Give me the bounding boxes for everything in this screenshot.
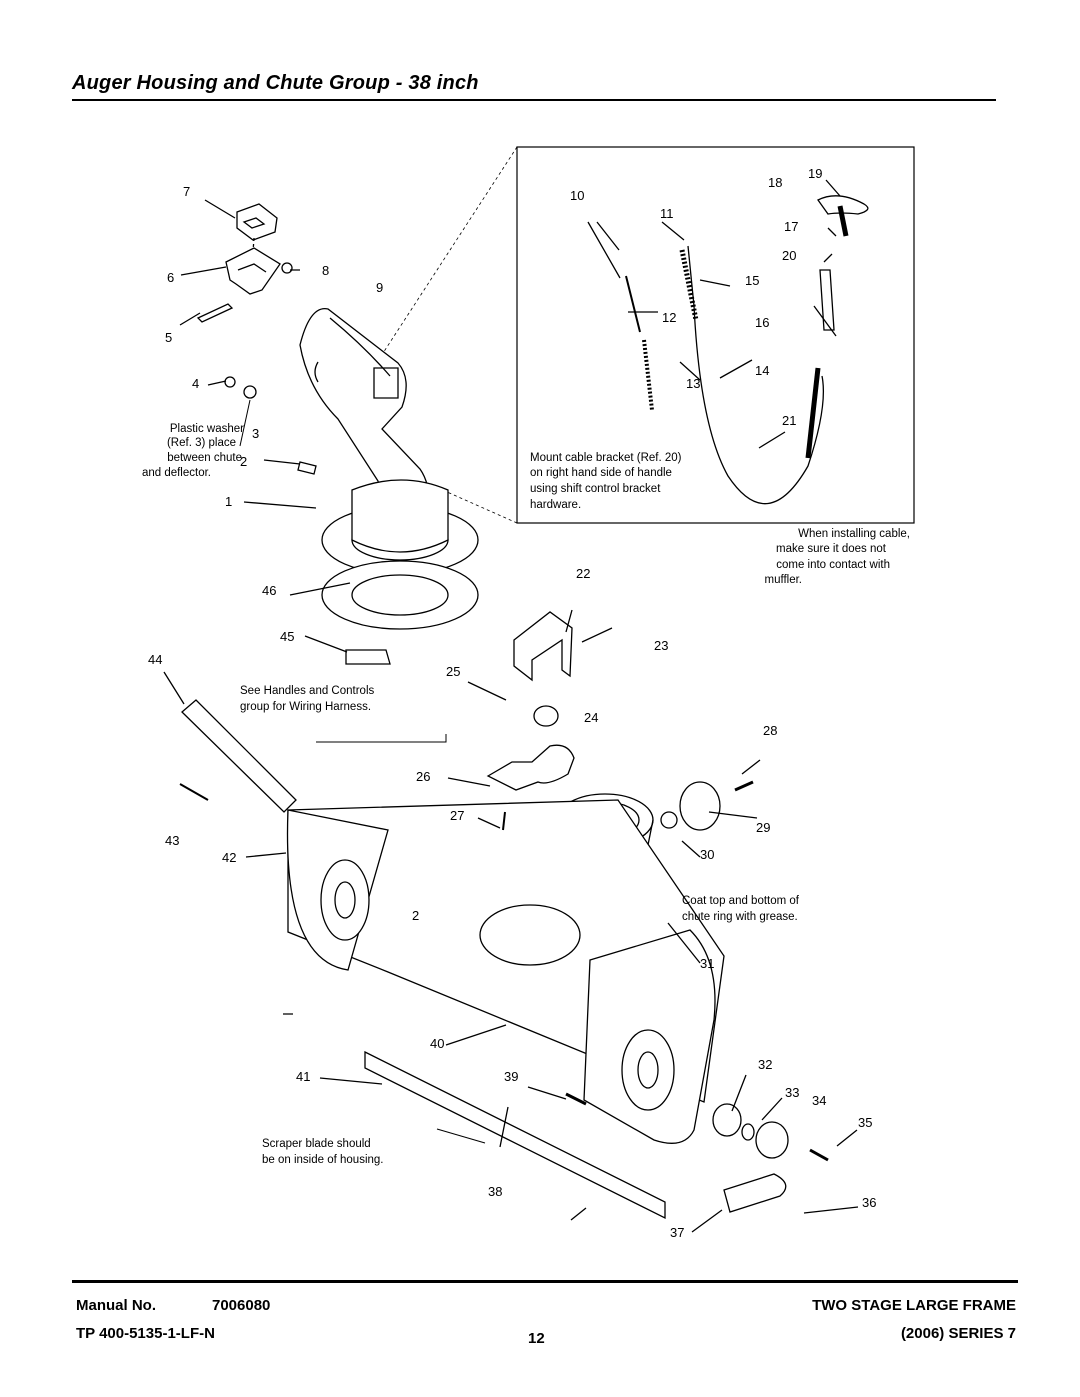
callout-14: 14 (755, 363, 769, 378)
manual-number: 7006080 (212, 1297, 271, 1314)
callout-36: 36 (862, 1195, 876, 1210)
callout-34: 34 (812, 1093, 826, 1108)
callout-3: 3 (252, 426, 259, 441)
callout-35: 35 (858, 1115, 872, 1130)
callout-8: 8 (322, 263, 329, 278)
callout-12: 12 (662, 310, 676, 325)
svg-text:come into contact with: come into contact with (776, 559, 890, 571)
callout-25: 25 (446, 664, 460, 679)
svg-text:Scraper blade should: Scraper blade should (262, 1138, 371, 1150)
title-divider (72, 99, 996, 101)
callout-6: 6 (167, 270, 174, 285)
svg-text:See Handles and Controls: See Handles and Controls (240, 685, 374, 697)
callout-2: 2 (240, 454, 247, 469)
svg-text:between chute: between chute (167, 452, 242, 464)
callout-22: 22 (576, 566, 590, 581)
callout-17: 17 (784, 219, 798, 234)
callout-5: 5 (165, 330, 172, 345)
note-installing-cable: When installing cable, make sure it does… (765, 528, 911, 586)
callout-24: 24 (584, 710, 598, 725)
callout-41: 41 (296, 1069, 310, 1084)
callout-38: 38 (488, 1184, 502, 1199)
svg-text:group for Wiring Harness.: group for Wiring Harness. (240, 701, 371, 713)
callout-16: 16 (755, 315, 769, 330)
svg-text:on right hand side of handle: on right hand side of handle (530, 467, 672, 479)
svg-text:Mount cable bracket (Ref. 20): Mount cable bracket (Ref. 20) (530, 452, 682, 464)
svg-text:hardware.: hardware. (530, 499, 581, 511)
callout-45: 45 (280, 629, 294, 644)
note-mount-cable: Mount cable bracket (Ref. 20) on right h… (530, 452, 682, 511)
svg-text:Coat top and bottom of: Coat top and bottom of (682, 895, 800, 907)
callout-30: 30 (700, 847, 714, 862)
svg-text:make sure it does not: make sure it does not (776, 543, 887, 555)
svg-text:using shift control bracket: using shift control bracket (530, 483, 661, 495)
footer-divider (72, 1280, 1018, 1283)
callout-37: 37 (670, 1225, 684, 1240)
callout-23: 23 (654, 638, 668, 653)
callout-43: 43 (165, 833, 179, 848)
callout-28: 28 (763, 723, 777, 738)
callout-40: 40 (430, 1036, 444, 1051)
callout-11: 11 (660, 206, 674, 221)
series: (2006) SERIES 7 (900, 1325, 1016, 1342)
callout-10: 10 (570, 188, 584, 203)
callout-18: 18 (768, 175, 782, 190)
note-chute-grease: Coat top and bottom of chute ring with g… (682, 895, 800, 923)
callout-13: 13 (686, 376, 700, 391)
svg-text:(Ref. 3) place: (Ref. 3) place (167, 437, 236, 449)
callout-19: 19 (808, 166, 822, 181)
callout-44: 44 (148, 652, 162, 667)
callout-20: 20 (782, 248, 796, 263)
manual-label: Manual No. (76, 1297, 157, 1314)
svg-text:When installing cable,: When installing cable, (798, 528, 910, 540)
callout-46: 46 (262, 583, 276, 598)
frame-type: TWO STAGE LARGE FRAME (812, 1297, 1016, 1314)
page-number: 12 (528, 1330, 545, 1347)
note-plastic-washer: Plastic washer (Ref. 3) place between ch… (142, 423, 244, 479)
callout-29: 29 (756, 820, 770, 835)
svg-text:muffler.: muffler. (765, 574, 803, 586)
callout-32: 32 (758, 1057, 772, 1072)
callout-15: 15 (745, 273, 759, 288)
callout-1: 1 (225, 494, 232, 509)
tp-number: TP 400-5135-1-LF-N (76, 1325, 215, 1342)
note-scraper-blade: Scraper blade should be on inside of hou… (262, 1138, 383, 1166)
note-wiring-harness: See Handles and Controls group for Wirin… (240, 685, 374, 713)
callout-42: 42 (222, 850, 236, 865)
callout-31: 31 (700, 956, 714, 971)
callout-2b: 2 (412, 908, 419, 923)
callout-4: 4 (192, 376, 199, 391)
svg-text:Plastic washer: Plastic washer (170, 423, 244, 435)
callout-33: 33 (785, 1085, 799, 1100)
svg-text:chute ring with grease.: chute ring with grease. (682, 911, 798, 923)
svg-text:be on inside of housing.: be on inside of housing. (262, 1154, 383, 1166)
callout-39: 39 (504, 1069, 518, 1084)
callout-21: 21 (782, 413, 796, 428)
callout-7: 7 (183, 184, 190, 199)
svg-text:and deflector.: and deflector. (142, 467, 211, 479)
inset-detail-box (516, 146, 915, 524)
page-title: Auger Housing and Chute Group - 38 inch (72, 72, 479, 94)
callout-26: 26 (416, 769, 430, 784)
callout-9: 9 (376, 280, 383, 295)
callout-27: 27 (450, 808, 464, 823)
